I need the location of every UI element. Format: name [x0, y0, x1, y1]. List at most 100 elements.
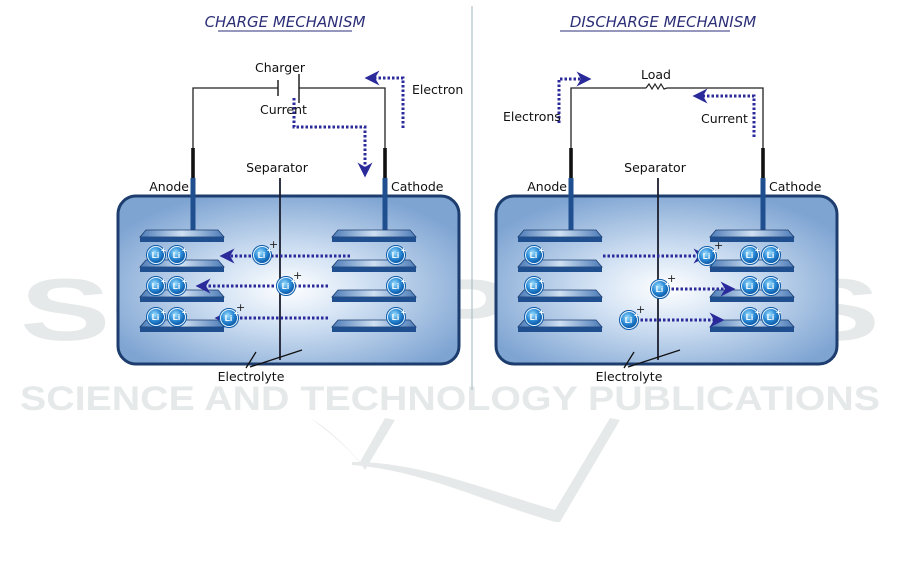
lithium-ion-icon: Li+ [167, 245, 187, 265]
anode-electrode: Li+Li+Li+ [517, 229, 603, 332]
ion-charge: + [267, 245, 272, 255]
ion-symbol: Li [746, 312, 754, 322]
ion-symbol: Li [767, 312, 775, 322]
lithium-ion-icon: Li+ [740, 307, 760, 327]
lithium-ion-icon: Li+ [146, 276, 166, 296]
lithium-ion-icon: Li+ [740, 245, 760, 265]
current-flow-arrow [292, 98, 373, 178]
electron-flow-arrow [364, 70, 405, 128]
ion-symbol: Li [530, 312, 538, 322]
ion-symbol: Li [703, 251, 711, 261]
ion-charge: + [234, 308, 239, 318]
ion-charge: + [182, 276, 187, 286]
lithium-ion-icon: Li++ [650, 272, 676, 299]
ion-symbol: Li [152, 312, 160, 322]
ion-symbol: Li [392, 281, 400, 291]
lithium-ion-icon: Li++ [252, 238, 278, 265]
external-circuit [570, 82, 764, 148]
electrolyte-label: Electrolyte [596, 369, 663, 384]
ion-charge-sign: + [714, 239, 723, 252]
ion-charge: + [401, 245, 406, 255]
electrode-plate [139, 229, 225, 242]
watermark-swoosh-icon [310, 418, 620, 522]
lithium-ion-icon: Li+ [146, 245, 166, 265]
ion-charge: + [161, 276, 166, 286]
charger-label: Charger [255, 60, 306, 75]
ion-charge-sign: + [269, 238, 278, 251]
anode-stem [190, 178, 196, 232]
ion-charge: + [539, 245, 544, 255]
ion-charge: + [401, 276, 406, 286]
lithium-ion-icon: Li+ [524, 245, 544, 265]
ion-charge-sign: + [636, 303, 645, 316]
lithium-ion-icon: Li++ [697, 239, 723, 266]
ion-charge: + [539, 276, 544, 286]
cathode-stem [382, 178, 388, 232]
electrons-label: Electrons [503, 109, 561, 124]
cathode-label: Cathode [391, 179, 444, 194]
ion-charge: + [665, 279, 670, 289]
lithium-ion-icon: Li+ [524, 276, 544, 296]
anode-electrode: Li+Li+Li+Li+Li+Li+ [139, 229, 225, 332]
ion-charge: + [755, 307, 760, 317]
lithium-ion-icon: Li++ [219, 301, 245, 328]
ion-symbol: Li [767, 281, 775, 291]
anode-lead [191, 148, 195, 180]
ion-symbol: Li [392, 312, 400, 322]
cathode-electrode: Li+Li+Li+Li+Li+Li+ [709, 229, 795, 332]
ion-charge: + [182, 245, 187, 255]
panel-title: CHARGE MECHANISM [205, 13, 366, 31]
lithium-ion-icon: Li++ [276, 269, 302, 296]
ion-migration: Li++Li++Li++ [603, 239, 736, 330]
lithium-ion-icon: Li+ [386, 245, 406, 265]
cathode-stem [760, 178, 766, 232]
ion-charge-sign: + [293, 269, 302, 282]
ion-symbol: Li [152, 250, 160, 260]
ion-symbol: Li [746, 281, 754, 291]
ion-symbol: Li [282, 281, 290, 291]
ion-symbol: Li [225, 313, 233, 323]
separator-label: Separator [246, 160, 309, 175]
anode-label: Anode [527, 179, 567, 194]
cathode-label: Cathode [769, 179, 822, 194]
lithium-ion-icon: Li+ [146, 307, 166, 327]
external-circuit [192, 74, 386, 148]
lithium-ion-icon: Li++ [619, 303, 645, 330]
electron-label: Electron [412, 82, 463, 97]
cathode-lead [761, 148, 765, 180]
ion-symbol: Li [625, 315, 633, 325]
ion-symbol: Li [530, 250, 538, 260]
anode-stem [568, 178, 574, 232]
ion-charge: + [539, 307, 544, 317]
lithium-ion-icon: Li+ [761, 276, 781, 296]
ion-charge: + [755, 245, 760, 255]
ion-charge: + [161, 245, 166, 255]
anode-label: Anode [149, 179, 189, 194]
lithium-ion-icon: Li+ [167, 276, 187, 296]
ion-migration: Li++Li++Li++ [195, 238, 350, 328]
lithium-ion-icon: Li+ [761, 307, 781, 327]
load-label: Load [641, 67, 671, 82]
current-flow-arrow [692, 88, 756, 137]
ion-charge-sign: + [667, 272, 676, 285]
ion-charge: + [291, 276, 296, 286]
ion-symbol: Li [530, 281, 538, 291]
ion-symbol: Li [152, 281, 160, 291]
resistor-load-icon [645, 82, 668, 91]
ion-symbol: Li [258, 250, 266, 260]
cathode-electrode: Li+Li+Li+ [331, 229, 417, 332]
electrolyte-pointer [245, 349, 303, 369]
lithium-ion-icon: Li+ [740, 276, 760, 296]
ion-symbol: Li [656, 284, 664, 294]
ion-symbol: Li [173, 281, 181, 291]
electrode-plate [517, 229, 603, 242]
ion-symbol: Li [746, 250, 754, 260]
ion-charge: + [776, 245, 781, 255]
electron-flow-arrow [557, 71, 592, 123]
electrode-plate [331, 259, 417, 272]
electrode-plate [331, 229, 417, 242]
ion-symbol: Li [173, 312, 181, 322]
lithium-ion-icon: Li+ [167, 307, 187, 327]
